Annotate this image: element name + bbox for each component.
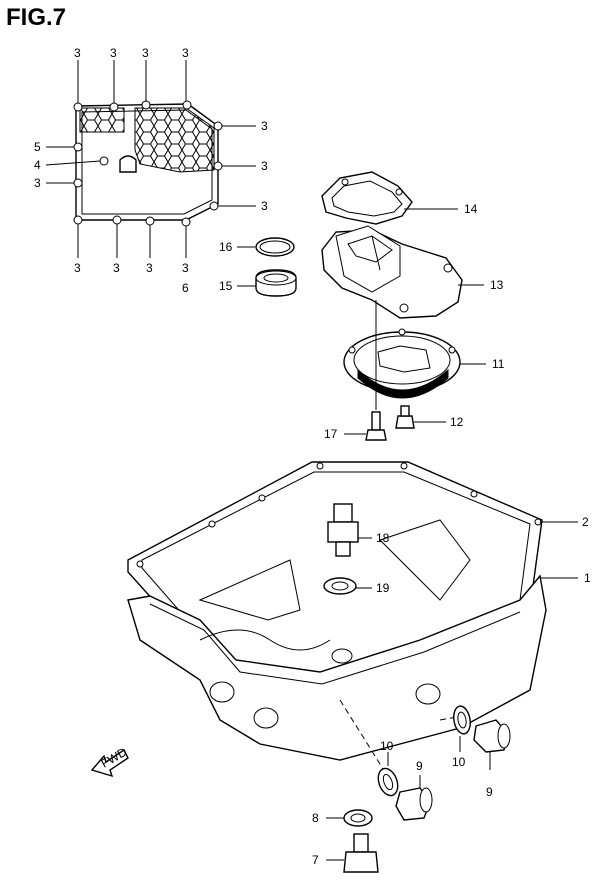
seal-15 — [255, 269, 297, 297]
callout-3-left: 3 — [34, 176, 41, 190]
o-ring-16 — [255, 237, 295, 257]
callout-4: 4 — [34, 158, 41, 172]
washer-8 — [343, 809, 373, 827]
oil-strainer-screen — [79, 107, 215, 173]
washer-19 — [323, 577, 357, 595]
plug-9-right — [473, 719, 511, 753]
callout-3-top-d: 3 — [182, 46, 189, 60]
washer-10-right — [453, 705, 471, 735]
callout-6: 6 — [182, 281, 189, 295]
callout-13: 13 — [490, 278, 504, 292]
callout-9-left: 9 — [416, 759, 423, 773]
forward-direction-arrow — [90, 748, 129, 778]
callout-2: 2 — [582, 515, 589, 529]
callout-1: 1 — [584, 571, 591, 585]
callout-3-bot-c: 3 — [146, 261, 153, 275]
oil-pan-1 — [127, 519, 547, 761]
callout-15: 15 — [219, 279, 233, 293]
plug-9-left — [395, 787, 433, 821]
figure-title: FIG.7 — [6, 4, 67, 31]
washer-10-left — [377, 767, 399, 797]
callout-9-right: 9 — [486, 785, 493, 799]
oil-pressure-switch-18 — [327, 503, 359, 557]
callout-3-top-b: 3 — [110, 46, 117, 60]
callout-3-top-c: 3 — [142, 46, 149, 60]
callout-14: 14 — [464, 202, 478, 216]
callout-3-right-a: 3 — [261, 119, 268, 133]
callout-3-bot-d: 3 — [182, 261, 189, 275]
callout-3-right-c: 3 — [261, 199, 268, 213]
oil-filter-cover-13 — [321, 225, 463, 319]
gasket-bolt-holes — [73, 100, 223, 227]
bolt-17 — [365, 411, 387, 441]
callout-7: 7 — [312, 853, 319, 867]
callout-5: 5 — [34, 140, 41, 154]
bolt-12 — [395, 405, 415, 429]
callout-19: 19 — [376, 581, 390, 595]
oil-pan-gasket-inset — [73, 100, 223, 227]
callout-11: 11 — [492, 357, 505, 371]
callout-3-top-a: 3 — [74, 46, 81, 60]
callout-3-bot-b: 3 — [113, 261, 120, 275]
drain-bolt-7 — [343, 833, 379, 873]
callout-12: 12 — [450, 415, 464, 429]
callout-3-bot-a: 3 — [74, 261, 81, 275]
callout-16: 16 — [219, 240, 233, 254]
callout-17: 17 — [324, 427, 338, 441]
oil-filter-11 — [343, 328, 461, 399]
callout-10-right: 10 — [452, 755, 466, 769]
cover-gasket-14 — [321, 171, 413, 225]
callout-3-right-b: 3 — [261, 159, 268, 173]
callout-8: 8 — [312, 811, 319, 825]
callout-18: 18 — [376, 531, 390, 545]
callout-10-left: 10 — [380, 739, 394, 753]
